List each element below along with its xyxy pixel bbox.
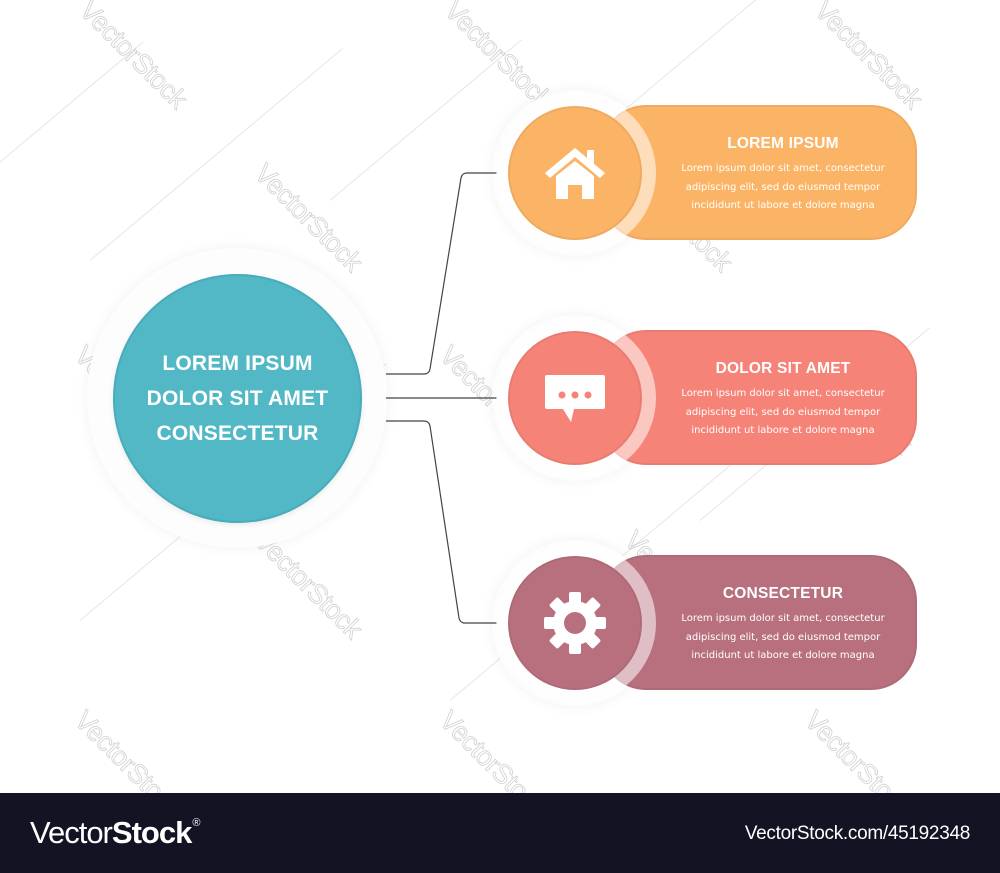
center-node: LOREM IPSUM DOLOR SIT AMET CONSECTETUR [113,274,362,523]
branch-3-icon-circle [508,556,642,690]
branch-3-body-line: adipiscing elit, sed do eiusmod tempor [685,631,881,643]
footer-logo-bold: Stock [111,815,192,850]
branch-2-body: Lorem ipsum dolor sit amet, consectetur … [668,385,898,441]
chat-bubble-icon [545,375,605,422]
connector-lines [386,172,497,624]
branch-2-body-line: Lorem ipsum dolor sit amet, consectetur [681,388,885,399]
gear-icon [544,592,606,654]
branch-1-body-line: adipiscing elit, sed do eiusmod tempor [685,181,881,193]
center-node-line-2: DOLOR SIT AMET [146,387,329,410]
footer-logo-mark: ® [192,817,200,829]
branch-1-title: LOREM IPSUM [727,135,839,152]
diagram-canvas: VectorStock VectorStock VectorStock Vect… [0,0,931,793]
branch-3-text: CONSECTETUR Lorem ipsum dolor sit amet, … [668,584,898,666]
footer-bar: VectorStock® VectorStock.com/45192348 [0,793,1000,873]
branch-1-body: Lorem ipsum dolor sit amet, consectetur … [668,160,898,216]
branch-3-body-line: Lorem ipsum dolor sit amet, consectetur [681,613,885,624]
connector-bottom [386,420,497,624]
branch-1-body-line: Lorem ipsum dolor sit amet, consectetur [681,163,885,174]
center-node-line-3: CONSECTETUR [156,422,319,445]
home-icon [545,148,605,199]
branch-1-body-line: incididunt ut labore et dolore magna [691,200,875,211]
branch-2-icon-circle [508,331,642,465]
branch-1-icon-circle [508,106,642,240]
branch-3-body: Lorem ipsum dolor sit amet, consectetur … [668,610,898,666]
footer-url: VectorStock.com/45192348 [744,823,970,844]
branch-2-title: DOLOR SIT AMET [715,360,851,377]
branch-2-text: DOLOR SIT AMET Lorem ipsum dolor sit ame… [668,359,898,441]
branch-1-text: LOREM IPSUM Lorem ipsum dolor sit amet, … [668,134,898,216]
footer-logo-light: Vector [30,815,113,850]
footer-logo: VectorStock® [30,815,200,851]
branch-3-body-line: incididunt ut labore et dolore magna [691,650,875,661]
center-node-line-1: LOREM IPSUM [162,352,313,375]
connector-top [386,172,497,375]
branch-2-body-line: adipiscing elit, sed do eiusmod tempor [685,406,881,418]
branch-3-title: CONSECTETUR [722,585,844,602]
branch-2-body-line: incididunt ut labore et dolore magna [691,425,875,436]
